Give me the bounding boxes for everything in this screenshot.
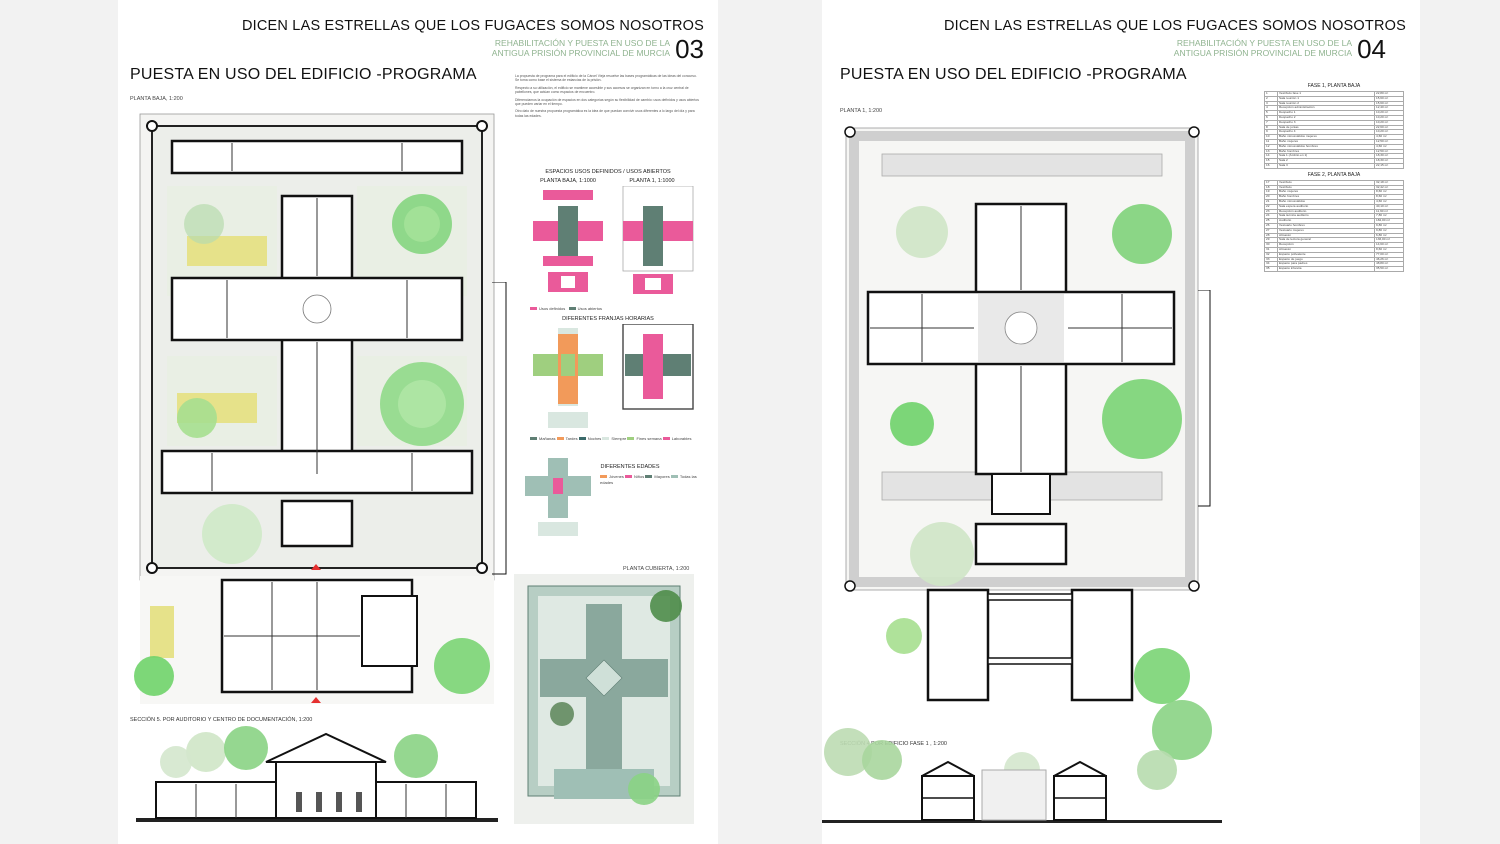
sheet-number: 04	[1357, 34, 1386, 64]
section-label: SECCIÓN 5. POR AUDITORIO Y CENTRO DE DOC…	[130, 717, 313, 723]
diagram-subtitle-right: PLANTA 1, 1:1000	[629, 178, 675, 184]
building-section	[136, 726, 498, 822]
edad-jovenes-swatch	[600, 475, 607, 479]
diagram-subtitle-left: PLANTA BAJA, 1:1000	[540, 178, 596, 184]
usos-definidos-swatch	[530, 307, 537, 311]
first-floor-plan	[844, 126, 1200, 704]
edad-mayores-swatch	[645, 475, 653, 479]
edades-legend: Jóvenes Niños Mayores Todas las edades	[600, 474, 697, 485]
project-subtitle: REHABILITACIÓN Y PUESTA EN USO DE LA ANT…	[491, 38, 670, 58]
table-cell: 35,50 m²	[1374, 266, 1404, 272]
franja-siempre-swatch	[602, 437, 610, 441]
plan-label: PLANTA BAJA, 1:200	[130, 96, 183, 102]
roof-plan-label: PLANTA CUBIERTA, 1:200	[623, 566, 690, 572]
franjas-legend: Mañanas Tardes Noches Siempre Fines sema…	[530, 436, 700, 442]
franja-laborables-swatch	[662, 437, 670, 441]
table-cell: 16	[1264, 162, 1278, 169]
program-description: La propuesta de programa para el edifici…	[515, 74, 699, 118]
edades-diagram	[525, 458, 591, 536]
usos-diagram	[533, 186, 694, 294]
edades-title: DIFERENTES EDADES	[600, 464, 660, 470]
plan-label: PLANTA 1, 1:200	[840, 108, 883, 114]
ground-floor-plan	[134, 113, 495, 704]
usos-abiertos-swatch	[568, 307, 576, 311]
page-title: PUESTA EN USO DEL EDIFICIO -PROGRAMA	[840, 66, 1187, 83]
diagram-title: ESPACIOS USOS DEFINIDOS / USOS ABIERTOS	[545, 169, 671, 175]
project-title: DICEN LAS ESTRELLAS QUE LOS FUGACES SOMO…	[943, 18, 1406, 34]
franja-finsemana-swatch	[627, 437, 635, 441]
sheet-number: 03	[675, 34, 704, 64]
phase-heading: FASE 1, PLANTA BAJA	[1307, 83, 1361, 89]
project-subtitle: REHABILITACIÓN Y PUESTA EN USO DE LA ANT…	[1173, 38, 1352, 58]
edad-ninos-swatch	[625, 475, 633, 479]
floor-bracket	[492, 282, 507, 575]
phase-heading: FASE 2, PLANTA BAJA	[1307, 171, 1361, 178]
franjas-title: DIFERENTES FRANJAS HORARIAS	[562, 316, 654, 322]
edad-todas-swatch	[670, 475, 678, 479]
table-cell: 35	[1264, 266, 1278, 272]
table-cell: Sala 3	[1277, 162, 1375, 169]
sheet-03: DICEN LAS ESTRELLAS QUE LOS FUGACES SOMO…	[118, 0, 718, 844]
franjas-diagram	[533, 324, 694, 428]
floor-bracket	[1198, 290, 1211, 507]
sheet-04: DICEN LAS ESTRELLAS QUE LOS FUGACES SOMO…	[822, 0, 1420, 844]
usos-legend: Usos definidos Usos abiertos	[530, 306, 602, 311]
franja-manana-swatch	[530, 437, 537, 441]
table-cell: 22,15 m²	[1374, 162, 1404, 169]
project-title: DICEN LAS ESTRELLAS QUE LOS FUGACES SOMO…	[241, 18, 704, 34]
building-section	[822, 700, 1222, 823]
franja-tarde-swatch	[556, 437, 564, 441]
franja-noche-swatch	[578, 437, 586, 441]
roof-plan	[514, 574, 694, 824]
page-title: PUESTA EN USO DEL EDIFICIO -PROGRAMA	[130, 66, 477, 83]
table-cell: Espacio infancia	[1277, 266, 1375, 272]
